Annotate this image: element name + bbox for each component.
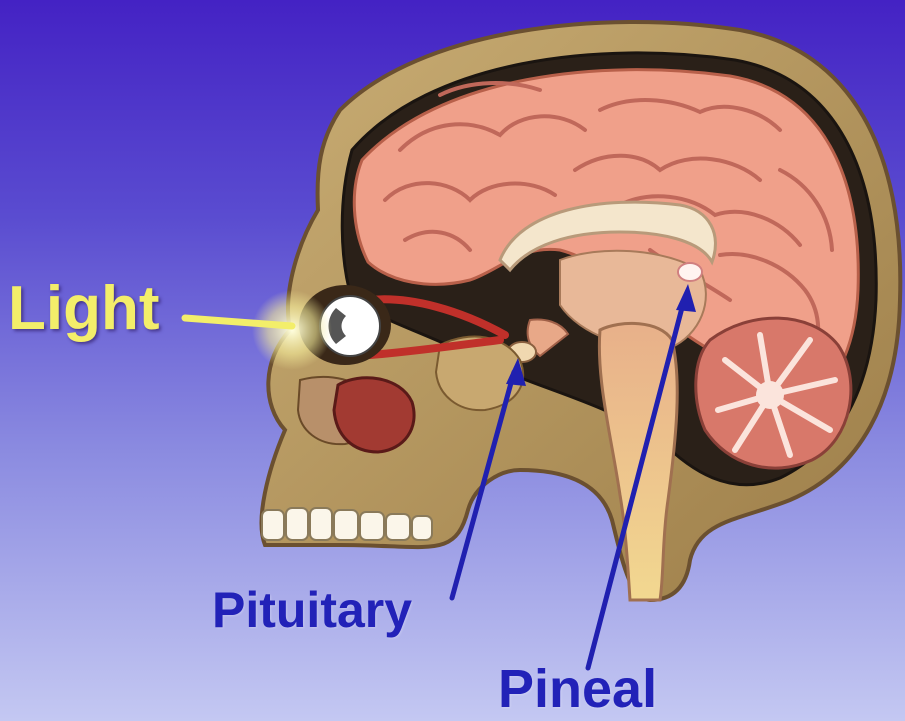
pineal-gland	[678, 263, 702, 281]
pituitary-label: Pituitary	[212, 585, 412, 635]
light-label: Light	[8, 278, 160, 340]
cerebellum-core	[756, 381, 784, 409]
pineal-label: Pineal	[498, 662, 657, 716]
light-glow	[252, 290, 332, 370]
mouth-cavity	[334, 378, 414, 452]
